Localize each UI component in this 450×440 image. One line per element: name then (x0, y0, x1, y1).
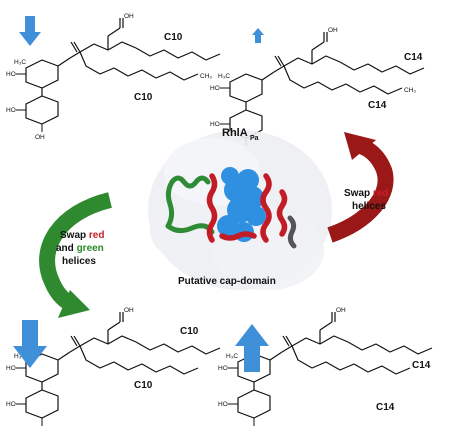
molecule-bottom-right: HO HO H₃C OH C14 C14 (218, 307, 433, 427)
molecule-top-left: HO HO OH H₃C OH CH₃ C10 C10 (6, 13, 221, 141)
hydroxyl-label: HO (210, 85, 220, 92)
chain-length-label-lower: C14 (376, 402, 395, 413)
hydroxyl-label: HO (6, 71, 16, 78)
chain-length-label-lower: C10 (134, 380, 153, 391)
red-word: red (89, 230, 105, 241)
hydroxyl-label: OH (35, 134, 45, 141)
red-word: red (373, 188, 389, 199)
acid-label: OH (124, 307, 134, 314)
grey-helix (287, 215, 297, 249)
svg-text:Swap red: Swap red (344, 188, 388, 199)
hydroxyl-label: HO (218, 365, 228, 372)
svg-text:and green: and green (56, 243, 104, 254)
helices-label: helices (352, 201, 386, 212)
hydroxyl-label: HO (218, 401, 228, 408)
swap-label: Swap (60, 230, 89, 241)
terminal-methyl-label: CH₃ (404, 87, 416, 94)
red-helices (206, 173, 288, 243)
red-curved-arrow (327, 132, 394, 243)
acid-label: OH (124, 13, 134, 20)
chain-length-label-lower: C10 (134, 92, 153, 103)
acid-label: OH (336, 307, 346, 314)
swap-label: Swap (344, 188, 373, 199)
up-arrow-icon (235, 324, 269, 372)
up-arrow-icon (252, 28, 264, 43)
hydroxyl-label: HO (6, 107, 16, 114)
red-swap-annotation: Swap red helices (344, 188, 388, 212)
chain-length-label-lower: C14 (368, 100, 387, 111)
chain-length-label-upper: C14 (412, 360, 431, 371)
chain-length-label-upper: C14 (404, 52, 423, 63)
terminal-methyl-label: CH₃ (200, 73, 212, 80)
hydroxyl-label: HO (6, 365, 16, 372)
cap-domain-caption: Putative cap-domain (178, 276, 276, 287)
green-word: green (77, 243, 104, 254)
helices-label: helices (62, 256, 96, 267)
chain-length-label-upper: C10 (164, 32, 183, 43)
green-swap-annotation: Swap red and green helices (56, 230, 104, 267)
and-label: and (56, 243, 77, 254)
molecule-bottom-left: HO HO H₃C OH C10 C10 (6, 307, 221, 427)
down-arrow-icon (19, 16, 41, 46)
acid-label: OH (328, 27, 338, 34)
svg-text:Swap red: Swap red (60, 230, 104, 241)
rhla-protein-structure: RhlA Pa Putative cap-domain (148, 127, 332, 290)
hydroxyl-label: HO (6, 401, 16, 408)
methyl-label: H₃C (14, 59, 26, 66)
methyl-label: H₃C (226, 353, 238, 360)
green-curved-arrow (39, 192, 113, 318)
methyl-label: H₃C (218, 73, 230, 80)
methyl-label: H₃C (14, 353, 26, 360)
protein-subscript: Pa (250, 135, 259, 142)
down-arrow-icon (13, 320, 47, 368)
chain-length-label-upper: C10 (180, 326, 199, 337)
hydroxyl-label: HO (210, 121, 220, 128)
protein-name: RhlA (222, 127, 248, 139)
